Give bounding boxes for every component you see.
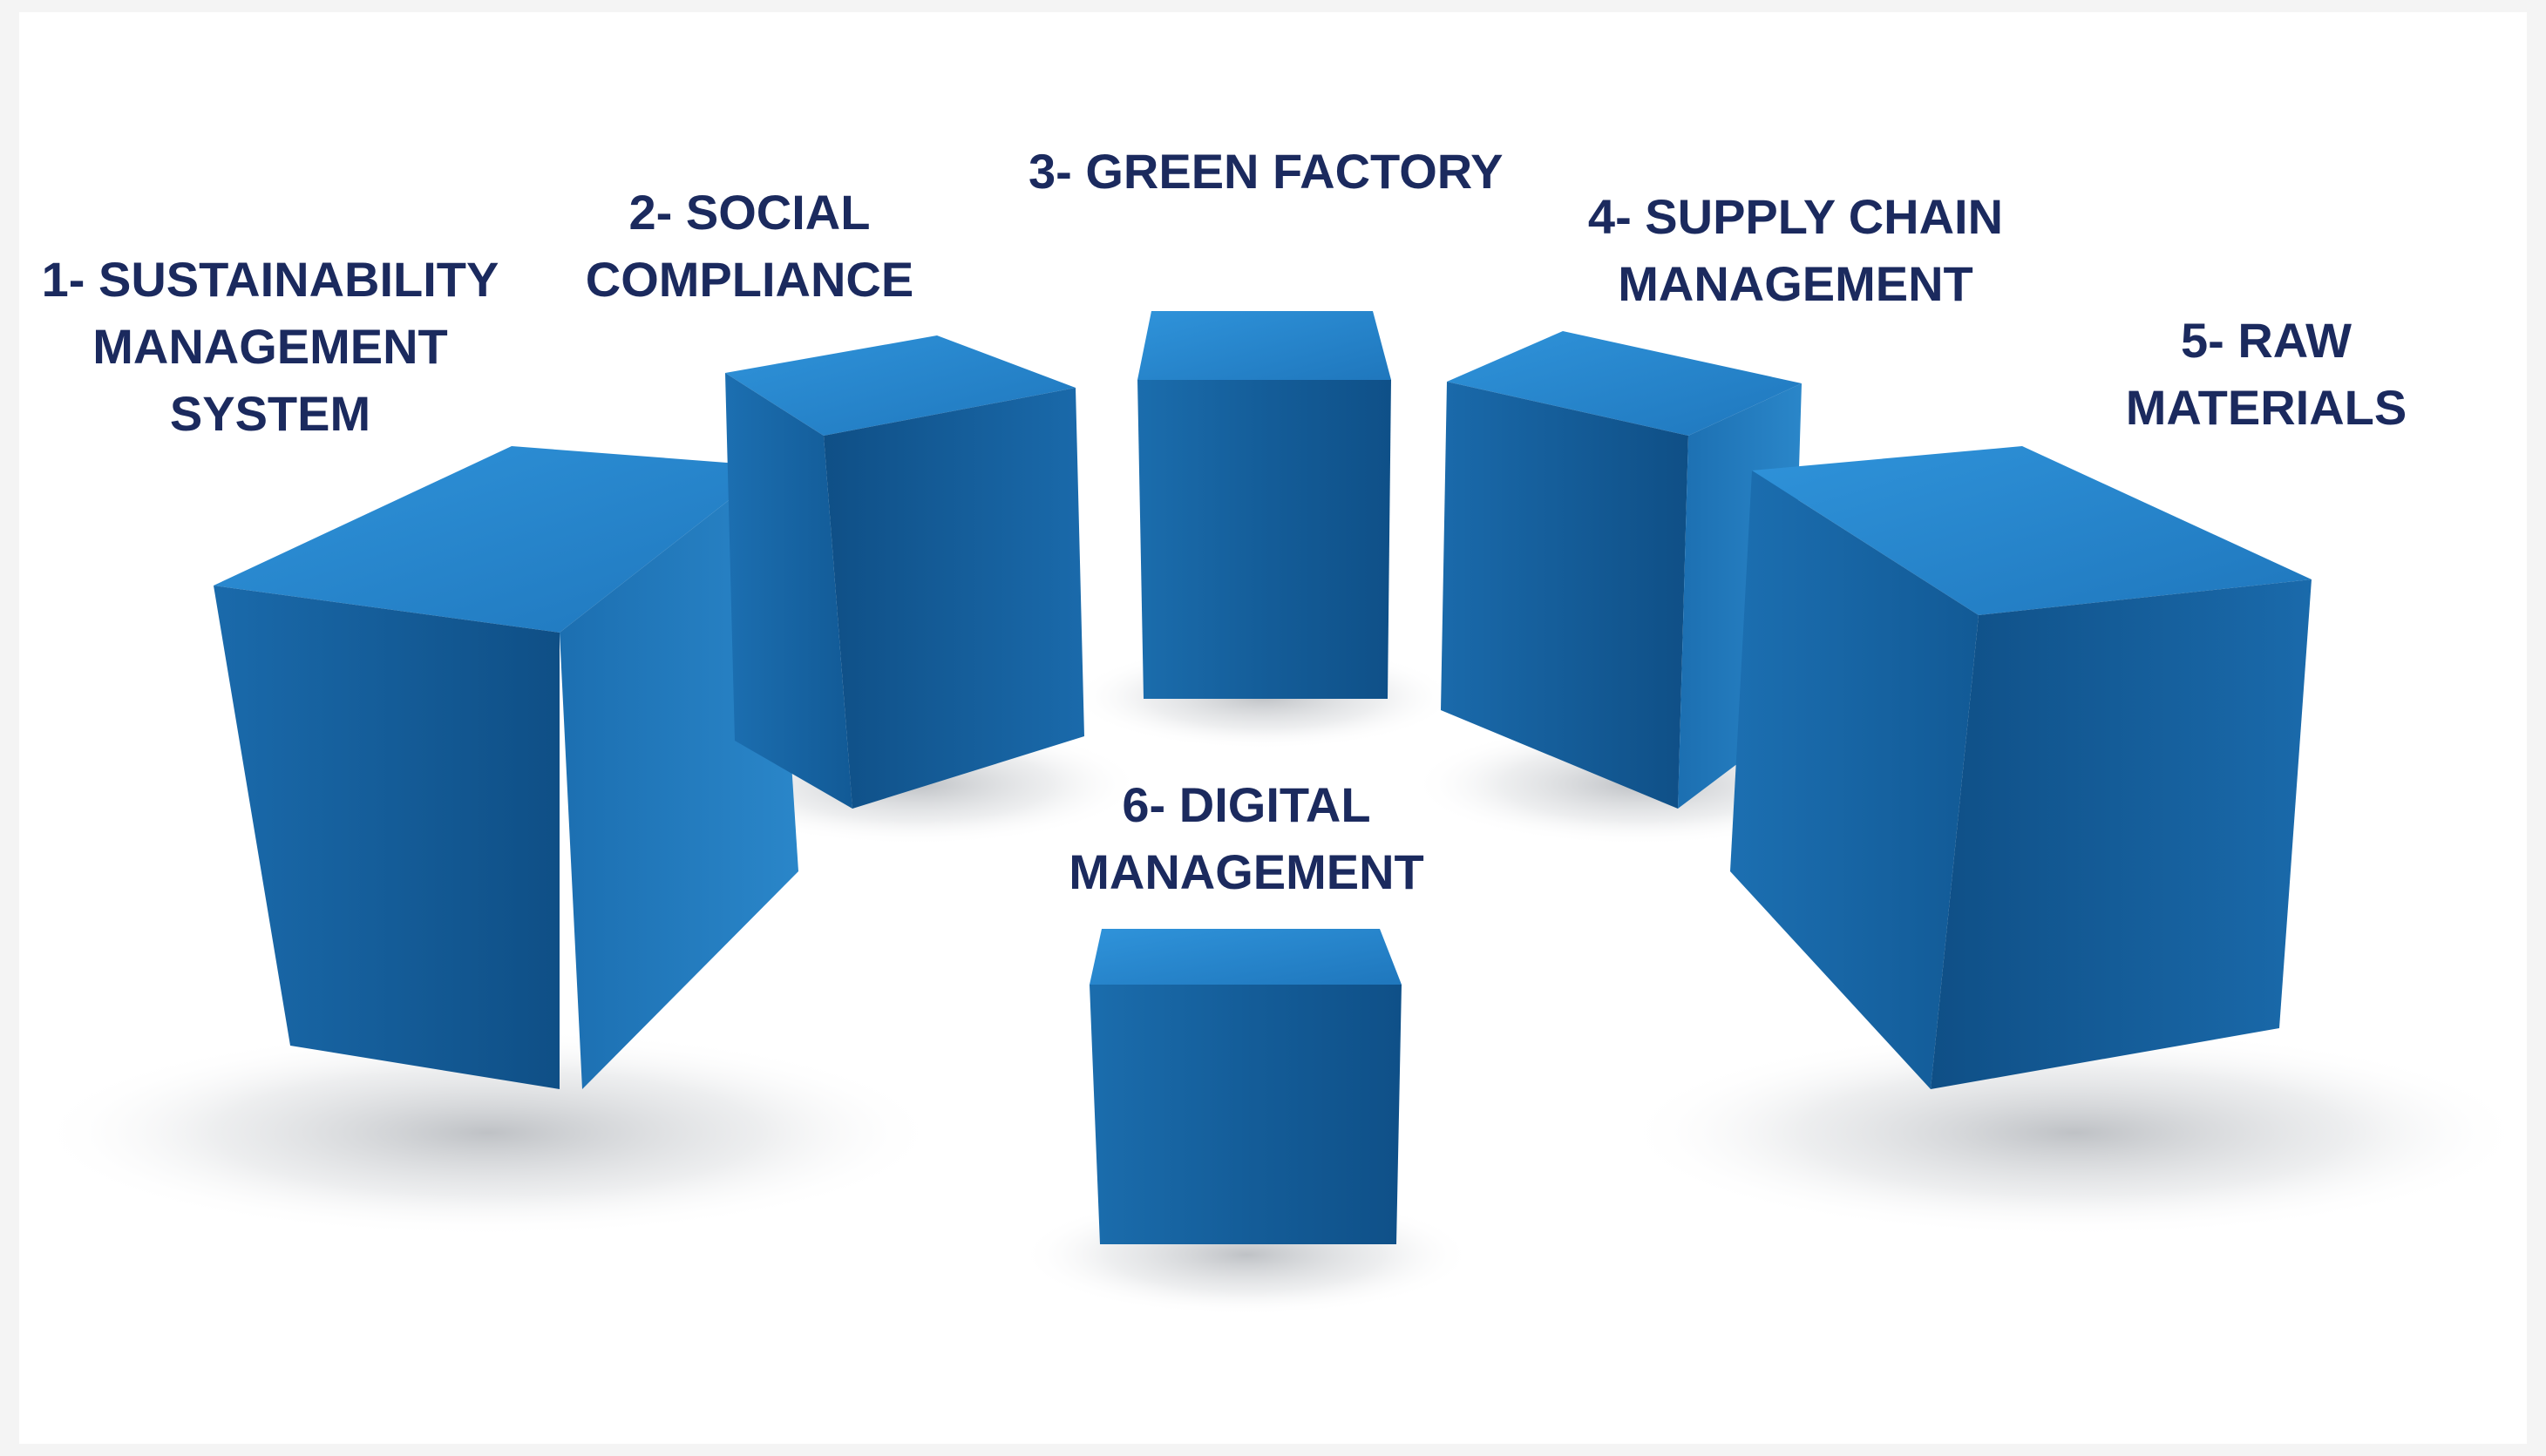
cube-front-face: [1090, 985, 1402, 1244]
pillar-label-green: 3- GREEN FACTORY: [1029, 138, 1504, 205]
label-line: MANAGEMENT: [1069, 844, 1424, 899]
pillar-label-supply: 4- SUPPLY CHAIN MANAGEMENT: [1569, 183, 2022, 317]
cube-top-face: [725, 335, 1076, 436]
cube-front-face: [1137, 380, 1391, 699]
cube-digital: [1090, 929, 1402, 1244]
label-line: 4- SUPPLY CHAIN: [1587, 189, 2004, 244]
label-line: 1- SUSTAINABILITY: [41, 252, 499, 307]
cube-raw: [1730, 446, 2312, 1089]
cube-social: [725, 335, 1084, 809]
cube-front-face: [1441, 382, 1688, 809]
label-line: MATERIALS: [2125, 380, 2407, 435]
pillar-label-social: 2- SOCIAL COMPLIANCE: [575, 179, 924, 313]
cube-side-face: [1730, 471, 1979, 1089]
label-line: MANAGEMENT: [1618, 256, 1973, 311]
cube-green: [1137, 311, 1391, 699]
cube-top-face: [214, 446, 772, 633]
label-line: 5- RAW: [2181, 313, 2352, 368]
label-line: 2- SOCIAL: [628, 185, 871, 240]
label-line: 3- GREEN FACTORY: [1029, 144, 1504, 199]
cube-top-face: [1447, 331, 1802, 436]
pillar-label-raw: 5- RAW MATERIALS: [2074, 307, 2458, 441]
cube-side-face: [725, 373, 852, 809]
cube-front-face: [824, 388, 1084, 809]
cube-front-face: [214, 586, 560, 1089]
label-line: 6- DIGITAL: [1122, 777, 1371, 832]
cube-top-face: [1752, 446, 2312, 615]
cube-shadow: [1621, 1028, 2528, 1237]
cube-top-face: [1137, 311, 1391, 380]
label-line: SYSTEM: [169, 386, 371, 441]
cube-top-face: [1090, 929, 1402, 985]
pillar-label-digital: 6- DIGITAL MANAGEMENT: [1029, 771, 1464, 905]
pillar-label-sustainability: 1- SUSTAINABILITY MANAGEMENT SYSTEM: [35, 246, 506, 447]
label-line: COMPLIANCE: [585, 252, 914, 307]
cube-front-face: [1931, 579, 2312, 1089]
cube-shadow: [35, 1028, 941, 1237]
label-line: MANAGEMENT: [92, 319, 448, 374]
